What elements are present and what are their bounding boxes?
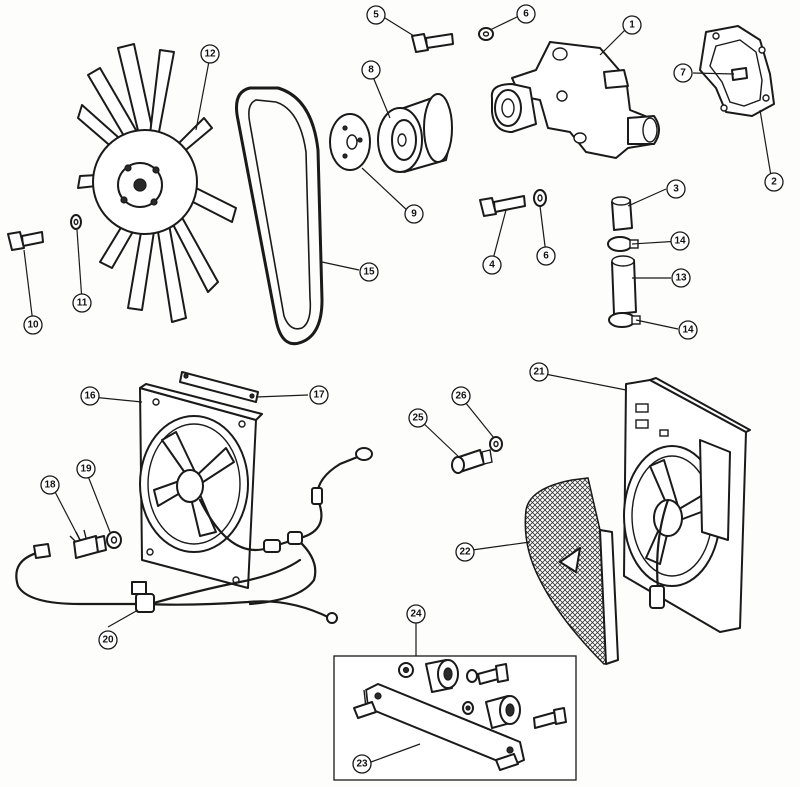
callout-10: 10 [23, 315, 43, 335]
callout-16: 16 [80, 386, 100, 406]
callout-8: 8 [361, 60, 381, 80]
sensor-washer [489, 436, 503, 452]
callout-2: 2 [764, 172, 784, 192]
callout-label: 14 [674, 236, 686, 247]
callout-label: 14 [682, 325, 694, 336]
callout-label: 5 [373, 10, 379, 21]
fan-blade-assembly [77, 43, 237, 323]
water-pump-pulley [377, 93, 453, 173]
callout-label: 10 [27, 320, 39, 331]
callout-label: 7 [680, 68, 686, 79]
bolt-top [411, 33, 454, 53]
callout-26: 26 [451, 386, 471, 406]
callout-6-top: 6 [516, 4, 536, 24]
callout-label: 6 [523, 9, 529, 20]
callout-label: 8 [368, 65, 374, 76]
mounting-strip [179, 371, 259, 403]
water-pump [490, 41, 660, 159]
fan-bolt-hole [124, 164, 132, 172]
fan-hub-centre-hole [133, 178, 147, 192]
fan-bolt-hole [152, 166, 160, 174]
callout-15: 15 [359, 262, 379, 282]
mounting-kit-box [333, 655, 577, 781]
hose-clip-lower [608, 312, 641, 328]
callout-12: 12 [200, 44, 220, 64]
fan-bolt-hole [150, 198, 158, 206]
callout-1: 1 [622, 15, 642, 35]
bypass-hose-long [611, 255, 637, 315]
callout-label: 21 [533, 367, 545, 378]
callout-3: 3 [666, 179, 686, 199]
kit-fasteners [398, 659, 567, 729]
washer-middle [533, 189, 547, 207]
callout-4: 4 [482, 255, 502, 275]
callout-label: 16 [84, 391, 96, 402]
callout-label: 24 [410, 609, 422, 620]
callout-label: 22 [459, 547, 471, 558]
fan-washer [70, 214, 82, 230]
callout-label: 17 [313, 390, 325, 401]
pulley-spacer [329, 113, 371, 171]
callout-label: 6 [543, 251, 549, 262]
callout-label: 20 [102, 635, 114, 646]
dowel [731, 67, 748, 81]
callout-13: 13 [671, 268, 691, 288]
temperature-sensor [451, 449, 493, 474]
callout-24: 24 [406, 604, 426, 624]
leader-lines [23, 15, 773, 763]
fan-bolt [7, 231, 44, 251]
wiring-harness [15, 543, 338, 624]
mounting-bracket [353, 683, 525, 771]
washer-top [478, 27, 494, 41]
callout-14-upper: 14 [670, 231, 690, 251]
callout-9: 9 [404, 204, 424, 224]
callout-label: 4 [489, 260, 495, 271]
callout-6-middle: 6 [536, 246, 556, 266]
callout-7: 7 [673, 63, 693, 83]
callout-17: 17 [309, 385, 329, 405]
callout-11: 11 [72, 293, 92, 313]
callout-label: 3 [673, 184, 679, 195]
callout-22: 22 [455, 542, 475, 562]
fan-shroud-assembly [623, 377, 751, 633]
bolt-middle [479, 195, 526, 217]
callout-25: 25 [408, 408, 428, 428]
callout-label: 26 [455, 391, 467, 402]
callout-label: 13 [675, 273, 687, 284]
callout-label: 19 [80, 464, 92, 475]
callout-18: 18 [40, 475, 60, 495]
callout-label: 11 [77, 298, 88, 309]
electric-cooling-fan [139, 383, 263, 589]
thermostatic-switch [69, 529, 107, 559]
callout-label: 9 [411, 209, 417, 220]
callout-label: 18 [44, 480, 56, 491]
callout-label: 23 [356, 759, 368, 770]
drive-belt [235, 86, 324, 346]
callout-21: 21 [529, 362, 549, 382]
fan-mesh-guard [524, 477, 619, 665]
callout-20: 20 [98, 630, 118, 650]
callout-19: 19 [76, 459, 96, 479]
bypass-hose-short [611, 196, 633, 231]
fan-wiring [198, 447, 373, 606]
callout-label: 25 [412, 413, 424, 424]
fan-bolt-hole [120, 196, 128, 204]
callout-label: 1 [629, 20, 635, 31]
callout-label: 15 [363, 267, 375, 278]
callout-23: 23 [352, 754, 372, 774]
callout-5: 5 [366, 5, 386, 25]
switch-washer [106, 531, 122, 549]
callout-14-lower: 14 [678, 320, 698, 340]
callout-label: 12 [204, 49, 216, 60]
callout-label: 2 [771, 177, 777, 188]
